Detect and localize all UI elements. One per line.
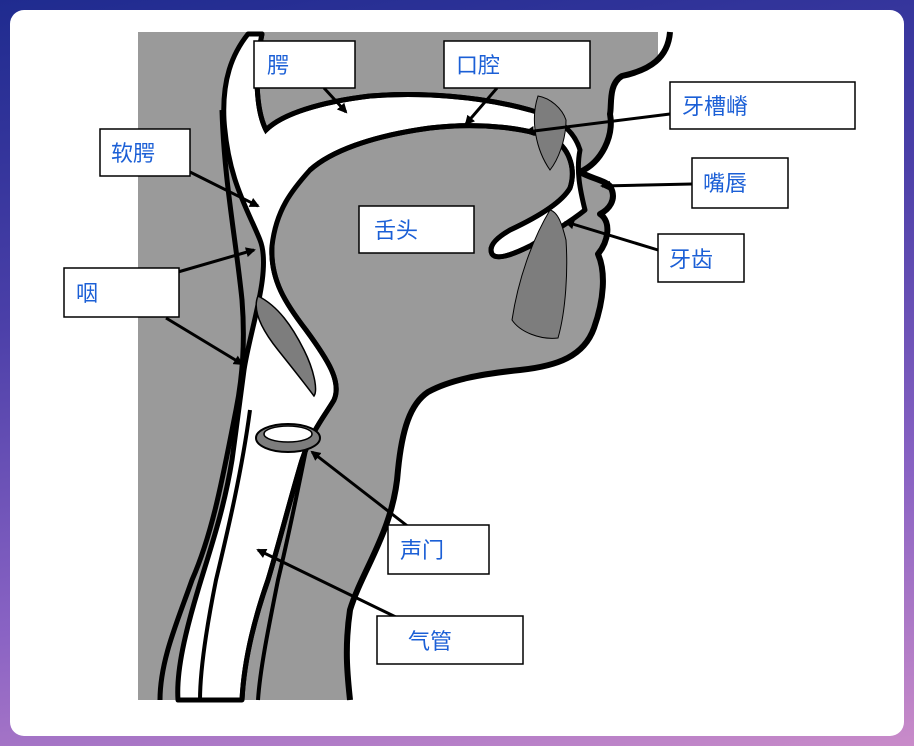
- label-tongue: 舌头: [359, 206, 474, 253]
- label-tongue-text: 舌头: [374, 219, 418, 244]
- label-glottis: 声门: [388, 525, 489, 574]
- label-palate: 腭: [254, 41, 355, 88]
- label-glottis-text: 声门: [400, 539, 444, 564]
- glottis-ring: [256, 424, 320, 452]
- label-pharynx: 咽: [64, 268, 179, 317]
- label-palate-text: 腭: [267, 54, 289, 79]
- label-oral-cavity-text: 口腔: [456, 54, 500, 79]
- label-trachea: 气管: [377, 616, 523, 664]
- label-pharynx-text: 咽: [76, 282, 98, 307]
- label-alveolar-ridge: 牙槽嵴: [670, 82, 855, 129]
- label-lips: 嘴唇: [692, 158, 788, 208]
- label-teeth: 牙齿: [658, 234, 744, 282]
- diagram-card: 腭 口腔 牙槽嵴 软腭 嘴唇 舌头 牙齿 咽 声门 气管: [10, 10, 904, 736]
- vocal-tract-diagram: 腭 口腔 牙槽嵴 软腭 嘴唇 舌头 牙齿 咽 声门 气管: [10, 10, 904, 736]
- label-lips-text: 嘴唇: [703, 172, 747, 197]
- label-trachea-text: 气管: [408, 630, 452, 655]
- label-soft-palate: 软腭: [100, 129, 190, 176]
- label-oral-cavity: 口腔: [444, 41, 590, 88]
- label-teeth-text: 牙齿: [669, 248, 713, 273]
- label-soft-palate-text: 软腭: [111, 142, 155, 167]
- label-alveolar-ridge-text: 牙槽嵴: [682, 95, 748, 120]
